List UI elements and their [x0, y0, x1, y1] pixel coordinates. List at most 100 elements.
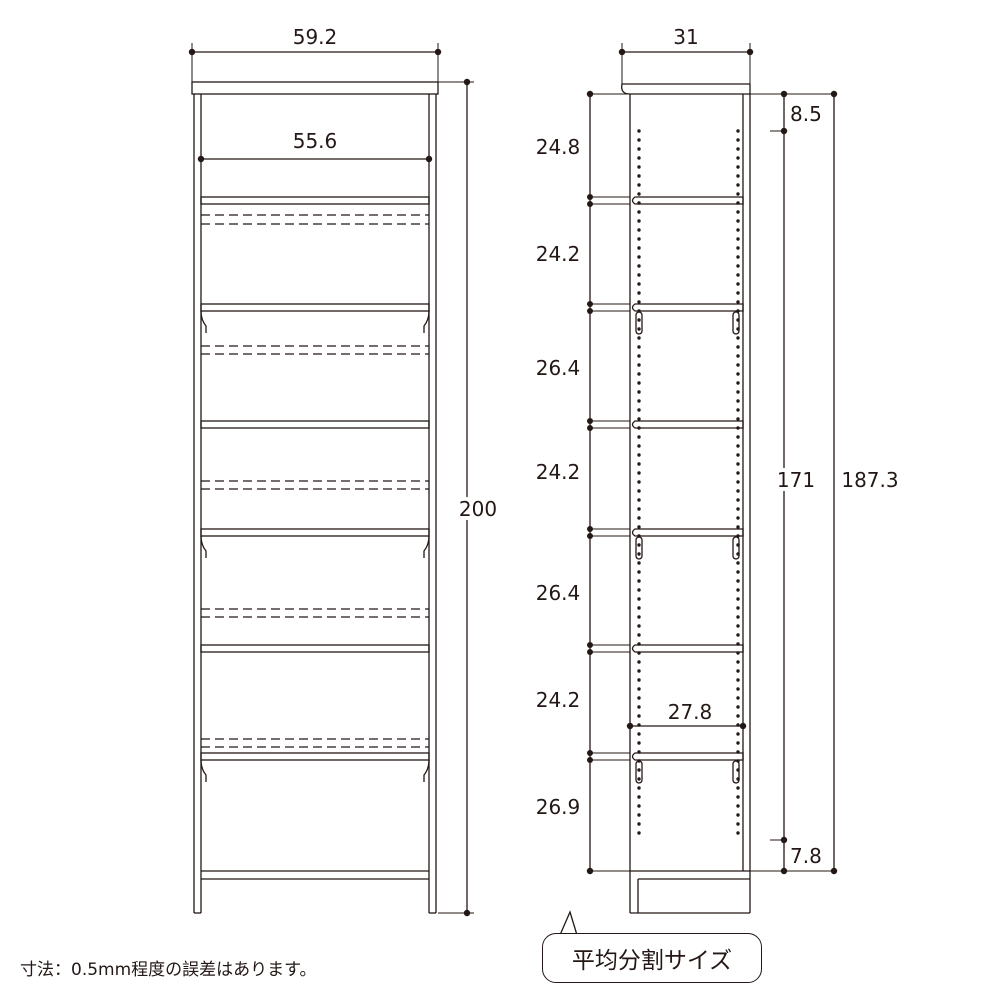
- pin-hole: [637, 561, 641, 565]
- pin-hole: [736, 300, 740, 304]
- pin-hole: [736, 444, 740, 448]
- side-panel: [621, 83, 751, 914]
- pin-hole: [736, 390, 740, 394]
- pin-hole: [736, 435, 740, 439]
- pin-hole: [736, 489, 740, 493]
- pin-hole: [637, 336, 641, 340]
- pin-hole: [736, 291, 740, 295]
- compartment-label-6: 24.2: [536, 688, 581, 712]
- pin-hole: [637, 237, 641, 241]
- front-shelves: [200, 196, 430, 782]
- pin-hole: [637, 714, 641, 718]
- compartment-tick-dot: [587, 757, 593, 763]
- pin-hole: [736, 795, 740, 799]
- pin-hole: [736, 165, 740, 169]
- compartment-label-7: 26.9: [536, 795, 581, 819]
- side-shelf: [631, 196, 744, 205]
- pin-hole: [736, 732, 740, 736]
- pin-hole: [637, 525, 641, 529]
- pin-hole: [736, 417, 740, 421]
- pin-hole: [637, 822, 641, 826]
- pin-hole: [637, 660, 641, 664]
- pin-hole: [637, 192, 641, 196]
- pin-hole: [637, 300, 641, 304]
- pin-hole: [637, 345, 641, 349]
- pin-hole: [637, 381, 641, 385]
- pin-hole: [736, 687, 740, 691]
- side-depth-label: 31: [673, 25, 698, 49]
- shelf-depth-label: 27.8: [668, 700, 713, 724]
- pin-hole: [736, 192, 740, 196]
- side-depth-dimension: 31: [618, 25, 754, 84]
- pin-hole: [736, 507, 740, 511]
- pin-hole: [736, 219, 740, 223]
- tolerance-footnote: 寸法：0.5mm程度の誤差はあります。: [20, 960, 317, 980]
- pin-hole: [637, 471, 641, 475]
- pin-hole: [736, 597, 740, 601]
- pin-hole: [637, 705, 641, 709]
- pin-hole: [736, 228, 740, 232]
- pin-hole: [736, 399, 740, 403]
- compartment-label-1: 24.8: [536, 135, 581, 159]
- pin-hole: [736, 570, 740, 574]
- pin-hole: [736, 156, 740, 160]
- pin-hole: [637, 633, 641, 637]
- front-shelf: [200, 752, 430, 761]
- pin-hole: [637, 678, 641, 682]
- front-view: 59.2 55.6: [188, 25, 501, 917]
- pin-hole: [736, 579, 740, 583]
- pin-hole: [736, 741, 740, 745]
- front-inner-width-dimension: 55.6: [197, 129, 433, 163]
- average-division-size-label: 平均分割サイズ: [542, 933, 762, 983]
- pin-hole: [736, 336, 740, 340]
- pin-hole: [736, 453, 740, 457]
- shelf-depth-dimension: 27.8: [626, 697, 747, 730]
- pin-hole: [637, 246, 641, 250]
- pin-hole: [637, 174, 641, 178]
- pin-hole: [637, 552, 641, 556]
- compartment-label-4: 24.2: [536, 460, 581, 484]
- pin-hole: [736, 246, 740, 250]
- pin-hole: [637, 579, 641, 583]
- pin-hole: [736, 714, 740, 718]
- pin-hole: [736, 372, 740, 376]
- pin-hole: [736, 786, 740, 790]
- pin-hole: [637, 147, 641, 151]
- compartment-label-3: 26.4: [536, 356, 581, 380]
- pin-hole: [637, 372, 641, 376]
- pin-hole: [637, 507, 641, 511]
- pin-hole: [736, 615, 740, 619]
- pin-hole: [736, 561, 740, 565]
- pin-hole: [736, 255, 740, 259]
- pin-hole: [637, 210, 641, 214]
- pin-hole: [736, 210, 740, 214]
- pin-hole: [637, 768, 641, 772]
- side-shelves: [631, 196, 744, 784]
- pin-hole: [736, 588, 740, 592]
- pin-hole: [736, 606, 740, 610]
- front-shelf: [200, 528, 430, 537]
- pin-hole: [637, 390, 641, 394]
- pin-hole: [637, 813, 641, 817]
- pin-hole: [736, 147, 740, 151]
- pin-hole: [637, 156, 641, 160]
- pin-hole: [637, 399, 641, 403]
- pin-hole: [637, 327, 641, 331]
- compartment-tick-dot: [587, 526, 593, 532]
- pin-hole: [736, 633, 740, 637]
- side-height-dimensions: 8.5 171 7.8 187.3: [750, 90, 903, 875]
- compartment-ticks: [587, 194, 630, 763]
- pin-hole: [736, 516, 740, 520]
- pin-hole: [736, 525, 740, 529]
- front-shelf: [200, 420, 430, 429]
- compartment-tick-dot: [587, 301, 593, 307]
- pin-hole: [637, 588, 641, 592]
- pin-hole: [736, 174, 740, 178]
- pin-hole: [736, 129, 740, 133]
- front-inner-width-label: 55.6: [293, 129, 338, 153]
- pin-hole: [637, 318, 641, 322]
- label-callout-pointer: [559, 910, 578, 936]
- pin-hole: [637, 741, 641, 745]
- front-height-dimension: 200: [438, 78, 501, 917]
- pin-hole: [736, 696, 740, 700]
